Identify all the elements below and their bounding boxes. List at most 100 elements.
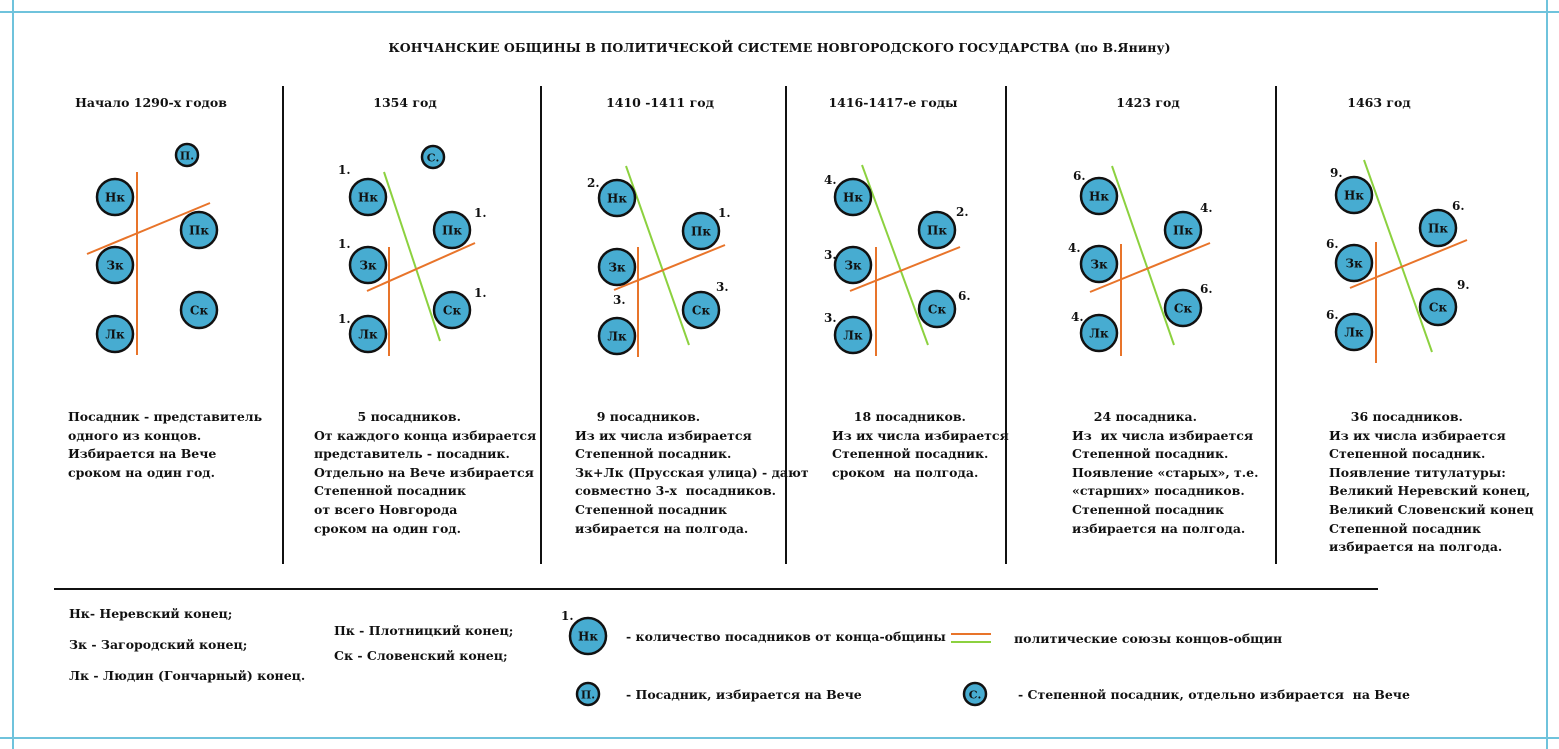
posadnik-count: 6. xyxy=(1326,308,1339,322)
legend-stepennoy-text: - Степенной посадник, отдельно избираетс… xyxy=(1018,687,1410,702)
node-sk xyxy=(1163,288,1203,328)
alliance-line xyxy=(1363,159,1433,353)
legend-stepennoy-marker-label: С. xyxy=(969,689,982,702)
frame-right xyxy=(1546,0,1548,749)
node-lk xyxy=(833,315,873,355)
posadnik-count: 4. xyxy=(1200,201,1213,215)
posadnik-count: 6. xyxy=(1200,282,1213,296)
posadnik-count: 3. xyxy=(613,293,626,307)
legend-end-lk: Лк - Людин (Гончарный) конец. xyxy=(69,668,306,683)
legend-end-pk: Пк - Плотницкий конец; xyxy=(334,623,514,638)
node-nk xyxy=(1334,175,1374,215)
alliance-line xyxy=(1089,242,1211,293)
node-lk-label: Лк xyxy=(358,328,378,342)
column-divider xyxy=(785,86,787,564)
posadnik-count: 2. xyxy=(956,205,969,219)
alliance-line xyxy=(861,164,929,346)
posadnik-count: 6. xyxy=(1452,199,1465,213)
node-sk-label: Ск xyxy=(928,303,947,317)
period-description-1: Посадник - представитель одного из концо… xyxy=(68,409,263,480)
node-zk-label: Зк xyxy=(608,261,626,275)
posadnik-count: 4. xyxy=(1068,241,1081,255)
node-pk-label: Пк xyxy=(189,224,209,238)
period-title-2: 1354 год xyxy=(373,95,437,110)
posadnik-count: 3. xyxy=(824,248,837,262)
frame-left xyxy=(12,0,14,749)
node-sk-label: Ск xyxy=(190,304,209,318)
node-sk-label: Ск xyxy=(443,304,462,318)
posadnik-count: 1. xyxy=(474,206,487,220)
period-title-5: 1423 год xyxy=(1116,95,1180,110)
posadnik-marker-label: П. xyxy=(180,150,194,163)
legend-node-count: 1. xyxy=(561,609,574,623)
posadnik-count: 6. xyxy=(958,289,971,303)
node-sk xyxy=(1418,287,1458,327)
node-lk xyxy=(1079,313,1119,353)
node-lk xyxy=(1334,312,1374,352)
stepennoy-marker-label: С. xyxy=(427,152,440,165)
alliance-line xyxy=(86,202,211,255)
posadnik-count: 3. xyxy=(716,280,729,294)
period-description-5: 24 посадника. Из их числа избирается Сте… xyxy=(1072,409,1259,536)
node-pk xyxy=(917,210,957,250)
stepennoy-marker xyxy=(420,144,446,170)
node-sk xyxy=(681,290,721,330)
node-pk-label: Пк xyxy=(442,224,462,238)
node-nk-label: Нк xyxy=(358,191,378,205)
node-zk-label: Зк xyxy=(106,259,124,273)
node-zk xyxy=(1334,243,1374,283)
legend-divider xyxy=(54,588,1378,590)
posadnik-count: 1. xyxy=(338,237,351,251)
posadnik-count: 1. xyxy=(338,312,351,326)
posadnik-count: 6. xyxy=(1073,169,1086,183)
alliance-line xyxy=(613,244,726,291)
alliance-line xyxy=(1349,239,1468,289)
posadnik-count: 2. xyxy=(587,176,600,190)
posadnik-count: 1. xyxy=(338,163,351,177)
node-nk-label: Нк xyxy=(843,191,863,205)
node-pk-label: Пк xyxy=(1173,224,1193,238)
node-pk xyxy=(681,211,721,251)
alliance-line xyxy=(1111,165,1175,346)
node-pk xyxy=(432,210,472,250)
column-divider xyxy=(540,86,542,564)
node-nk-label: Нк xyxy=(105,191,125,205)
legend-posadnik-text: - Посадник, избирается на Вече xyxy=(626,687,862,702)
node-lk xyxy=(597,316,637,356)
posadnik-count: 4. xyxy=(824,173,837,187)
legend-end-zk: Зк - Загородский конец; xyxy=(69,637,248,652)
node-lk-label: Лк xyxy=(607,330,627,344)
node-sk xyxy=(917,289,957,329)
node-zk xyxy=(1079,244,1119,284)
node-pk-label: Пк xyxy=(691,225,711,239)
alliance-line xyxy=(366,242,476,292)
alliance-line xyxy=(625,165,690,346)
node-pk xyxy=(1163,210,1203,250)
node-zk xyxy=(597,247,637,287)
period-title-4: 1416-1417-е годы xyxy=(828,95,958,110)
node-nk xyxy=(95,177,135,217)
column-divider xyxy=(282,86,284,564)
period-description-2: 5 посадников. От каждого конца избираетс… xyxy=(314,409,537,536)
posadnik-marker xyxy=(174,142,200,168)
legend-node xyxy=(568,616,608,656)
node-lk-label: Лк xyxy=(843,329,863,343)
node-lk-label: Лк xyxy=(1344,326,1364,340)
node-lk-label: Лк xyxy=(105,328,125,342)
node-sk xyxy=(179,290,219,330)
period-title-1: Начало 1290-х годов xyxy=(75,95,227,110)
legend-posadnik-marker xyxy=(575,681,601,707)
node-zk xyxy=(95,245,135,285)
page-title: КОНЧАНСКИЕ ОБЩИНЫ В ПОЛИТИЧЕСКОЙ СИСТЕМЕ… xyxy=(388,40,1171,55)
posadnik-count: 6. xyxy=(1326,237,1339,251)
node-sk-label: Ск xyxy=(1429,301,1448,315)
period-description-4: 18 посадников. Из их числа избирается Ст… xyxy=(832,409,1009,480)
node-zk-label: Зк xyxy=(1090,258,1108,272)
node-nk-label: Нк xyxy=(1344,189,1364,203)
node-zk-label: Зк xyxy=(359,259,377,273)
legend-posadnik-marker-label: П. xyxy=(581,689,595,702)
node-zk xyxy=(348,245,388,285)
node-nk-label: Нк xyxy=(607,192,627,206)
frame-bottom xyxy=(0,737,1559,739)
